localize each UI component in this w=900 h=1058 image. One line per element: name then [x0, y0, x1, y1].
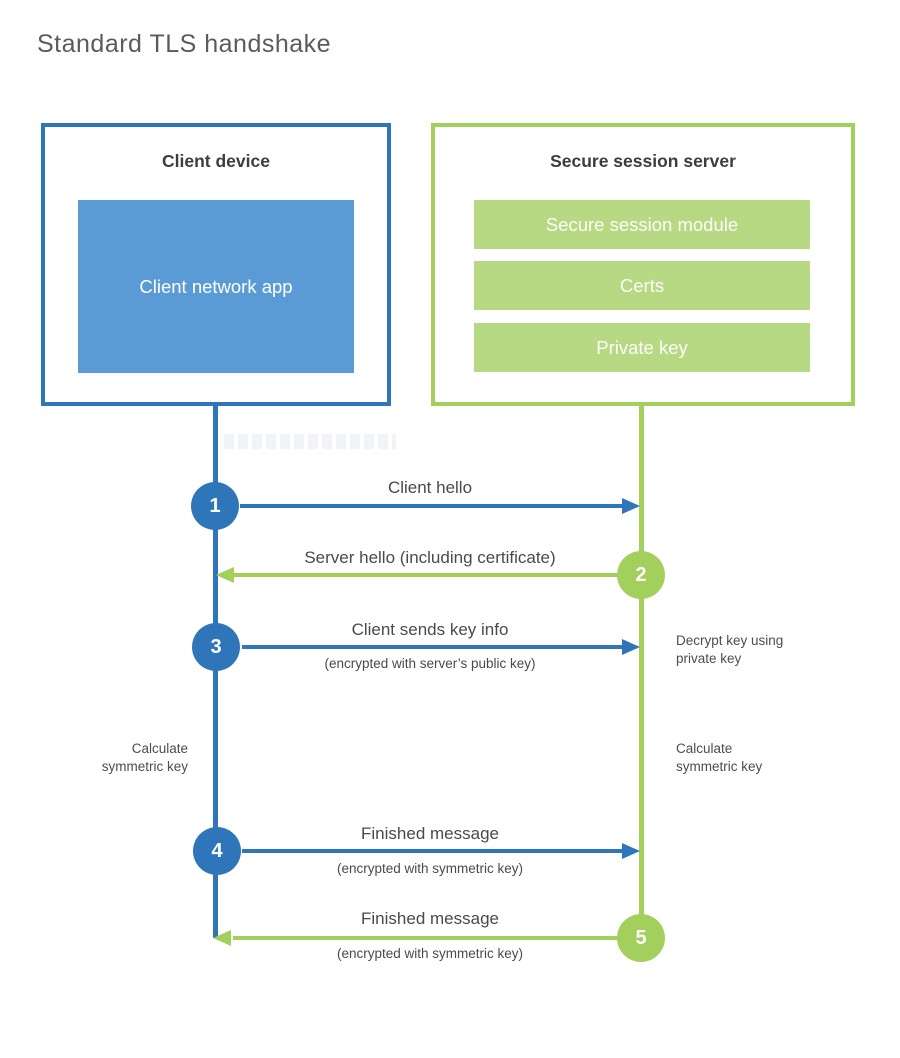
faded-artifact-marks	[224, 434, 396, 449]
message-label-client-hello: Client hello	[387, 478, 473, 497]
step-circle-3: 3	[192, 623, 240, 671]
client-device-box: Client device Client network app	[41, 123, 391, 406]
message-label-finished-client: Finished message	[361, 824, 499, 843]
server-module-bar-certs: Certs	[474, 261, 810, 310]
message-label-client-key-info: Client sends key info	[351, 620, 509, 639]
client-network-app-block: Client network app	[78, 200, 354, 373]
arrow-finished-client-line	[242, 849, 622, 853]
arrow-client-hello-line	[240, 504, 622, 508]
message-sublabel-encrypted-symmetric-2: (encrypted with symmetric key)	[336, 946, 524, 961]
server-lifeline	[639, 404, 644, 962]
message-label-server-hello: Server hello (including certificate)	[304, 548, 556, 567]
client-box-title: Client device	[162, 151, 270, 171]
server-module-bar-private-key: Private key	[474, 323, 810, 372]
arrow-server-hello-line	[233, 573, 619, 577]
step-circle-2: 2	[617, 551, 665, 599]
secure-session-server-box: Secure session server Secure session mod…	[431, 123, 855, 406]
arrow-right-icon	[622, 498, 640, 514]
arrow-client-key-info-line	[242, 645, 622, 649]
step-circle-4: 4	[193, 827, 241, 875]
step-circle-1: 1	[191, 482, 239, 530]
page-title: Standard TLS handshake	[37, 30, 332, 58]
client-network-app-label: Client network app	[139, 275, 293, 297]
server-box-title: Secure session server	[550, 151, 736, 171]
step-circle-5: 5	[617, 914, 665, 962]
note-decrypt-key: Decrypt key using private key	[676, 633, 784, 666]
arrow-right-icon	[622, 843, 640, 859]
message-sublabel-encrypted-public-key: (encrypted with server’s public key)	[324, 656, 536, 671]
note-calculate-symmetric-key-server: Calculate symmetric key	[676, 741, 763, 774]
client-lifeline	[213, 404, 218, 938]
arrow-left-icon	[216, 567, 234, 583]
server-module-bar-secure-session: Secure session module	[474, 200, 810, 249]
message-label-finished-server: Finished message	[361, 909, 499, 928]
note-calculate-symmetric-key-client: Calculate symmetric key	[101, 741, 188, 774]
arrow-finished-server-line	[233, 936, 619, 940]
message-sublabel-encrypted-symmetric-1: (encrypted with symmetric key)	[336, 861, 524, 876]
arrow-right-icon	[622, 639, 640, 655]
arrow-left-icon	[213, 930, 231, 946]
